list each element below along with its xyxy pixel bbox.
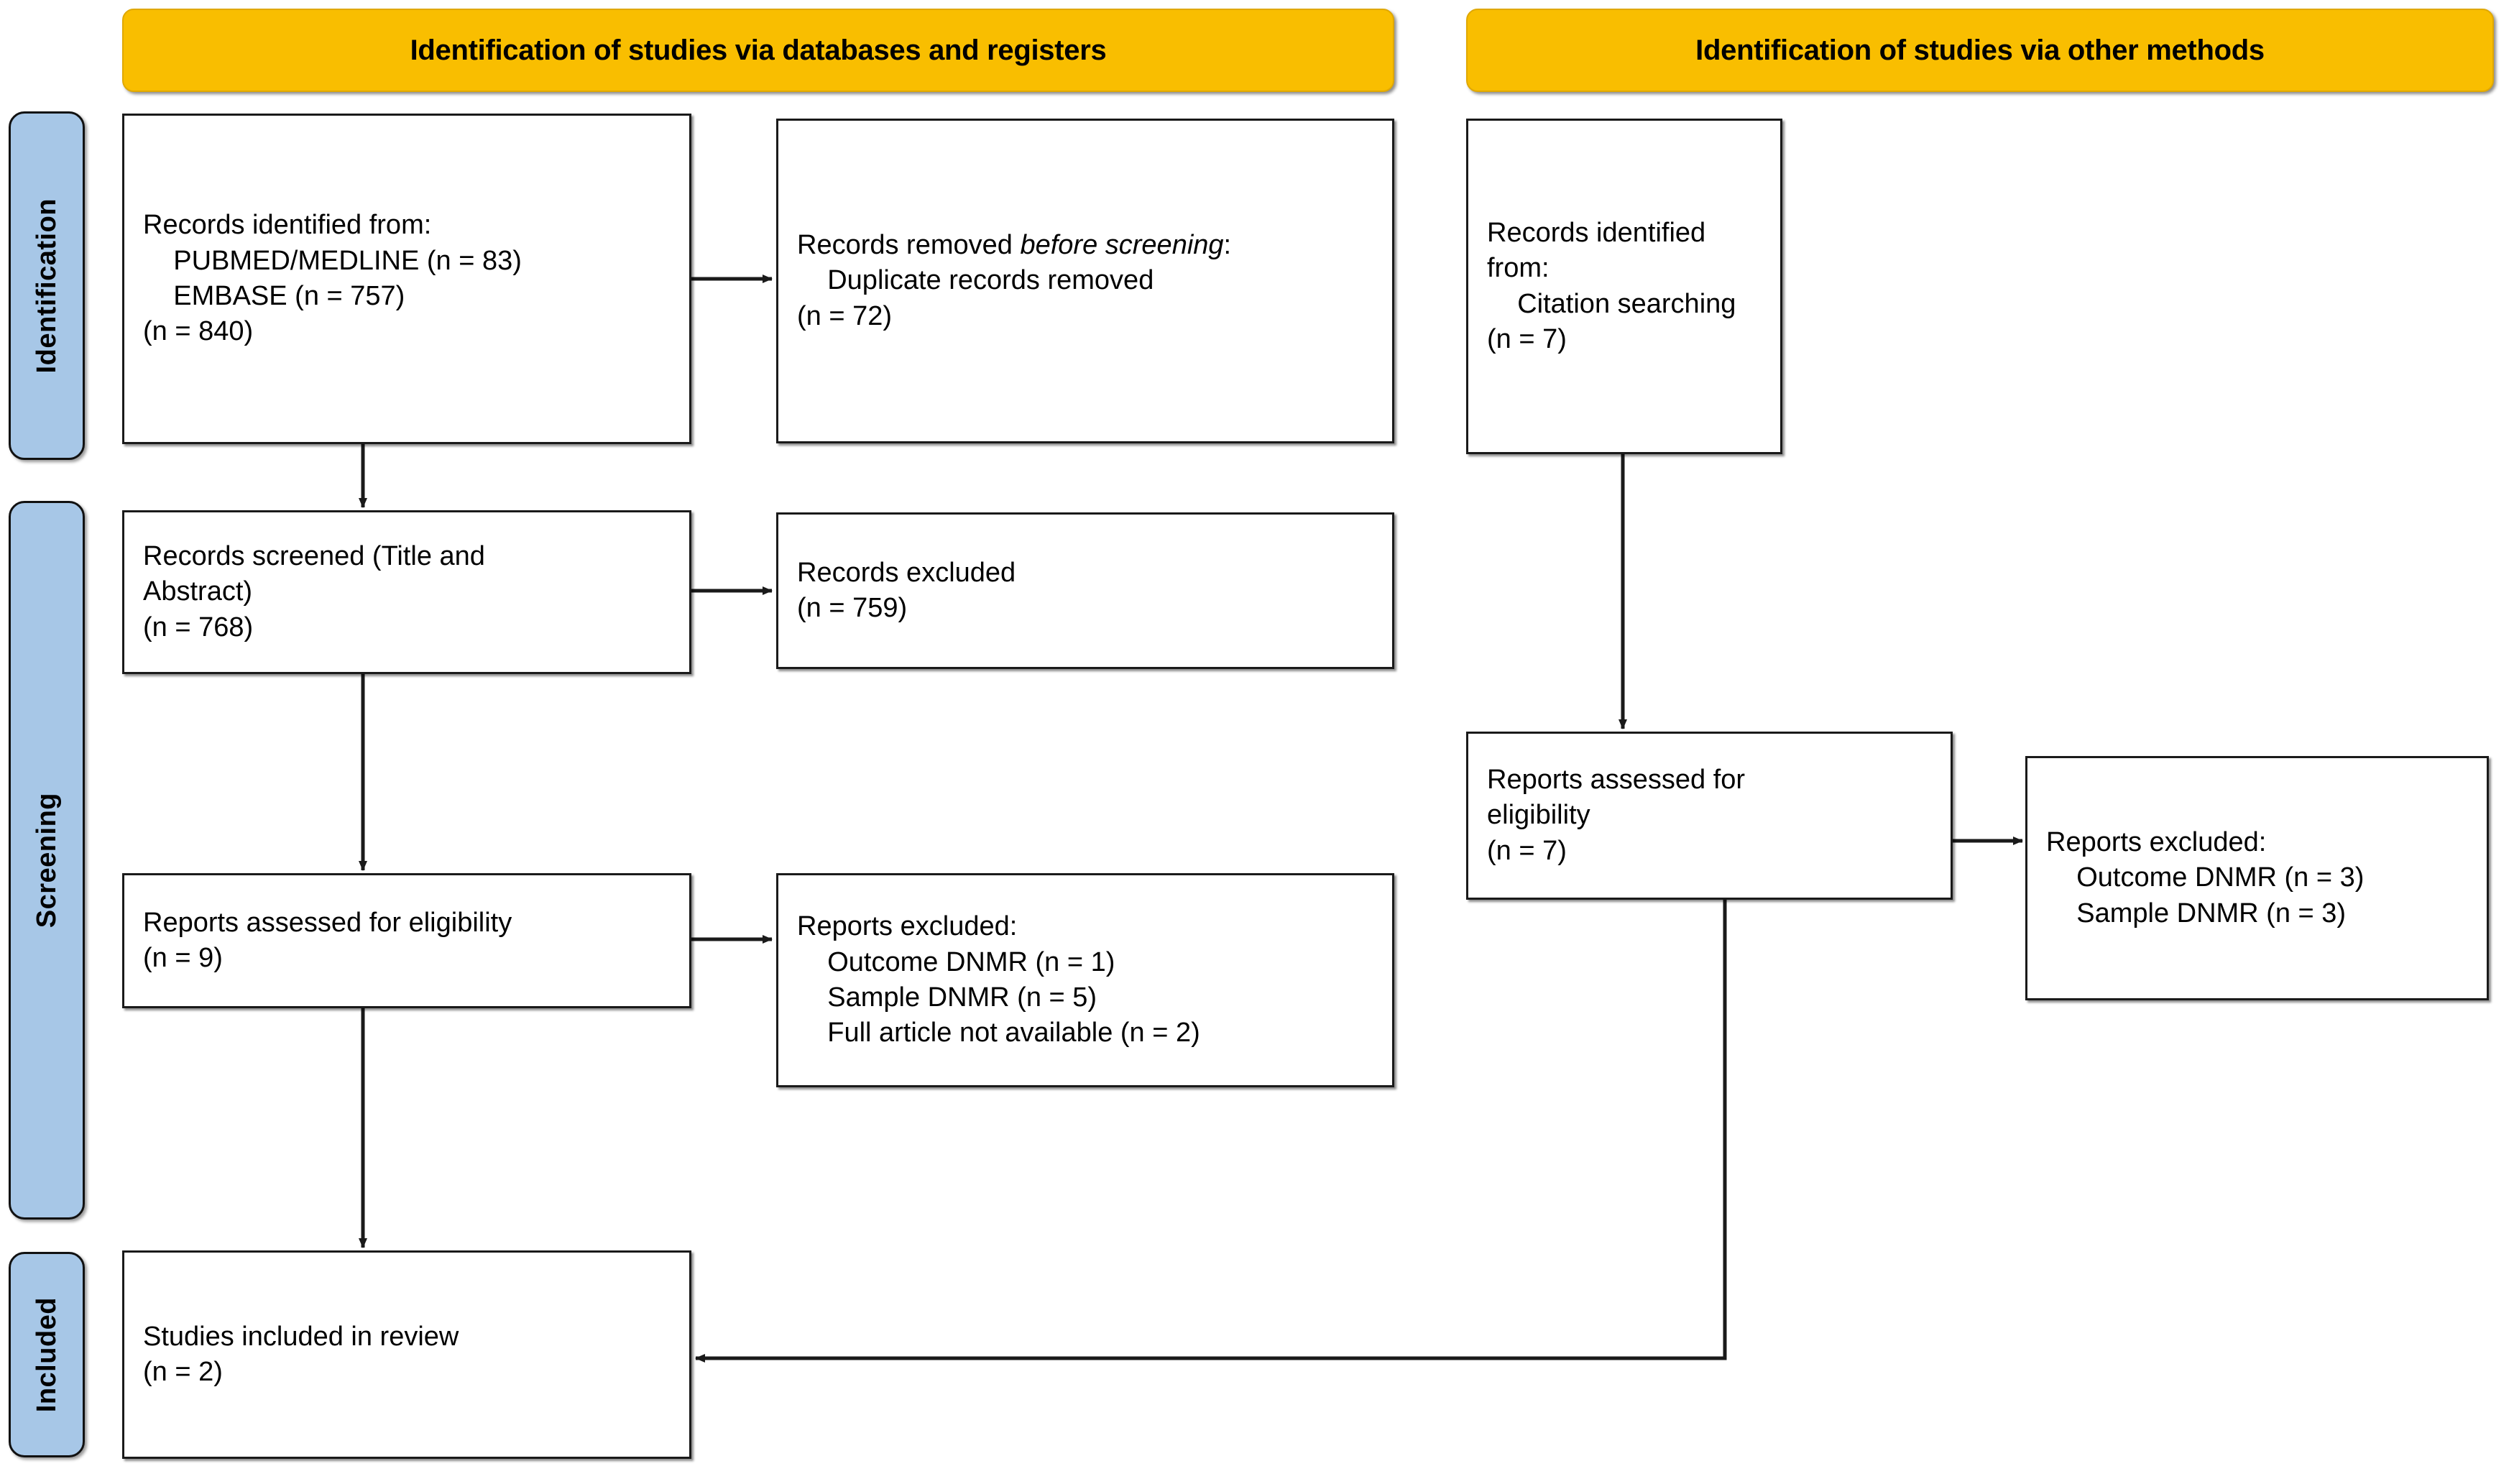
records-screened-line2: Abstract) [143, 576, 253, 607]
node-records-identified-other-methods: Records identified from: Citation search… [1466, 119, 1782, 454]
reports-excluded-db-line2: Outcome DNMR (n = 1) [797, 946, 1115, 977]
reports-excluded-other-line3: Sample DNMR (n = 3) [2046, 898, 2347, 928]
citation-identified-line1: Records identified from: [1487, 217, 1713, 284]
node-records-excluded: Records excluded (n = 759) [776, 512, 1394, 669]
records-removed-line1-italic: before screening [1020, 229, 1224, 260]
records-excluded-line2: (n = 759) [797, 593, 908, 623]
stage-label-included: Included [9, 1252, 85, 1457]
reports-assessed-other-line1: Reports assessed for [1487, 764, 1746, 795]
banner-other-methods-label: Identification of studies via other meth… [1695, 34, 2265, 66]
stage-label-identification: Identification [9, 111, 85, 460]
records-removed-line3: (n = 72) [797, 300, 893, 331]
records-screened-line1: Records screened (Title and [143, 540, 485, 571]
records-identified-line1: Records identified from: [143, 210, 432, 241]
studies-included-line1: Studies included in review [143, 1321, 459, 1352]
reports-excluded-other-line2: Outcome DNMR (n = 3) [2046, 862, 2365, 893]
node-records-screened: Records screened (Title and Abstract) (n… [122, 510, 691, 674]
node-reports-assessed-databases: Reports assessed for eligibility (n = 9) [122, 873, 691, 1008]
stage-label-identification-text: Identification [31, 198, 62, 374]
reports-assessed-other-line3: (n = 7) [1487, 835, 1567, 866]
banner-databases-label: Identification of studies via databases … [410, 34, 1107, 66]
stage-label-screening-text: Screening [31, 792, 62, 928]
reports-excluded-other-line1: Reports excluded: [2046, 826, 2267, 857]
reports-assessed-other-line2: eligibility [1487, 800, 1590, 831]
records-screened-line3: (n = 768) [143, 612, 254, 642]
reports-excluded-db-line1: Reports excluded: [797, 911, 1018, 942]
records-identified-line2: PUBMED/MEDLINE (n = 83) [143, 245, 522, 276]
records-excluded-line1: Records excluded [797, 557, 1016, 588]
node-records-removed-before-screening: Records removed before screening: Duplic… [776, 119, 1394, 443]
records-removed-line2: Duplicate records removed [797, 265, 1154, 296]
studies-included-line2: (n = 2) [143, 1357, 223, 1387]
node-reports-excluded-other-methods: Reports excluded: Outcome DNMR (n = 3) S… [2025, 756, 2489, 1000]
records-removed-line1-tail: : [1223, 229, 1232, 260]
records-identified-line4: (n = 840) [143, 316, 254, 347]
records-removed-line1-plain: Records removed [797, 229, 1021, 260]
banner-other-methods: Identification of studies via other meth… [1466, 9, 2494, 92]
citation-identified-line2: Citation searching (n = 7) [1487, 288, 1744, 354]
stage-label-included-text: Included [31, 1296, 62, 1413]
reports-assessed-db-line1: Reports assessed for eligibility [143, 907, 512, 938]
node-reports-assessed-other-methods: Reports assessed for eligibility (n = 7) [1466, 732, 1953, 900]
node-studies-included-in-review: Studies included in review (n = 2) [122, 1250, 691, 1459]
reports-assessed-db-line2: (n = 9) [143, 943, 223, 973]
reports-excluded-db-line3: Sample DNMR (n = 5) [797, 982, 1097, 1013]
banner-databases-registers: Identification of studies via databases … [122, 9, 1394, 92]
reports-excluded-db-line4: Full article not available (n = 2) [797, 1018, 1200, 1049]
records-identified-line3: EMBASE (n = 757) [143, 281, 405, 311]
node-reports-excluded-databases: Reports excluded: Outcome DNMR (n = 1) S… [776, 873, 1394, 1087]
node-records-identified-databases: Records identified from: PUBMED/MEDLINE … [122, 114, 691, 444]
stage-label-screening: Screening [9, 501, 85, 1220]
